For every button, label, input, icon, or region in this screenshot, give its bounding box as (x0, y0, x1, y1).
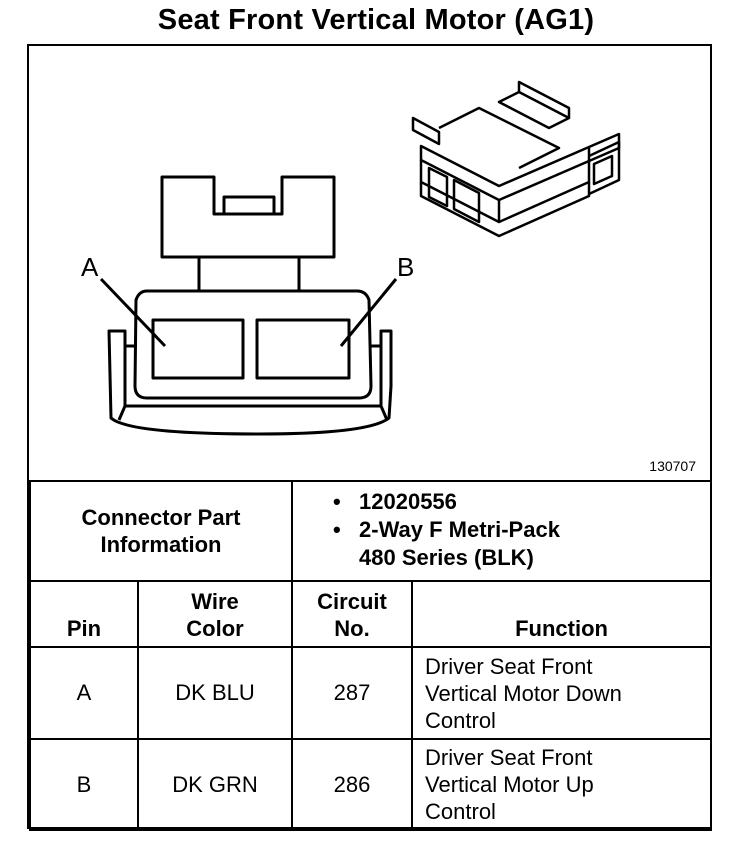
table-header-row: Pin Wire Color Circuit No. Function (29, 580, 713, 648)
connector-info-label: Connector Part Information (28, 480, 294, 582)
connector-illustration: A B (81, 80, 621, 436)
table-row: B DK GRN 286 Driver Seat Front Vertical … (29, 738, 713, 831)
connector-diagram: A B 130707 (29, 46, 710, 480)
page-title: Seat Front Vertical Motor (AG1) (157, 4, 595, 36)
header-circuit-no: Circuit No. (291, 580, 414, 648)
connector-latch (160, 175, 336, 259)
circuit-cell: 286 (291, 738, 414, 831)
connector-isometric-view (411, 80, 621, 238)
connector-table: Connector Part Information • 12020556 • … (28, 480, 713, 831)
function-cell: Driver Seat Front Vertical Motor Down Co… (411, 646, 713, 740)
function-cell: Driver Seat Front Vertical Motor Up Cont… (411, 738, 713, 831)
connector-body (133, 289, 373, 400)
header-function: Function (411, 580, 713, 648)
table-row: A DK BLU 287 Driver Seat Front Vertical … (29, 646, 713, 740)
list-item: • 12020556 (333, 489, 457, 514)
connector-frame: A B 130707 Connector Part Information • … (27, 44, 713, 831)
list-item: • 2-Way F Metri-Pack 480 Series (BLK) (333, 517, 560, 570)
pin-a-label: A (81, 252, 99, 282)
header-pin: Pin (29, 580, 139, 648)
pin-b-cavity (255, 318, 351, 380)
connector-info-list: • 12020556 • 2-Way F Metri-Pack 480 Seri… (291, 480, 713, 582)
connector-info-row: Connector Part Information • 12020556 • … (28, 480, 713, 582)
wire-color-cell: DK BLU (136, 646, 294, 740)
header-wire-color: Wire Color (136, 580, 294, 648)
circuit-cell: 287 (291, 646, 414, 740)
pin-cell: B (29, 738, 139, 831)
pin-b-label: B (397, 252, 414, 282)
wire-color-cell: DK GRN (136, 738, 294, 831)
figure-number: 130707 (649, 458, 696, 474)
pin-a-cavity (151, 318, 245, 380)
pin-cell: A (29, 646, 139, 740)
